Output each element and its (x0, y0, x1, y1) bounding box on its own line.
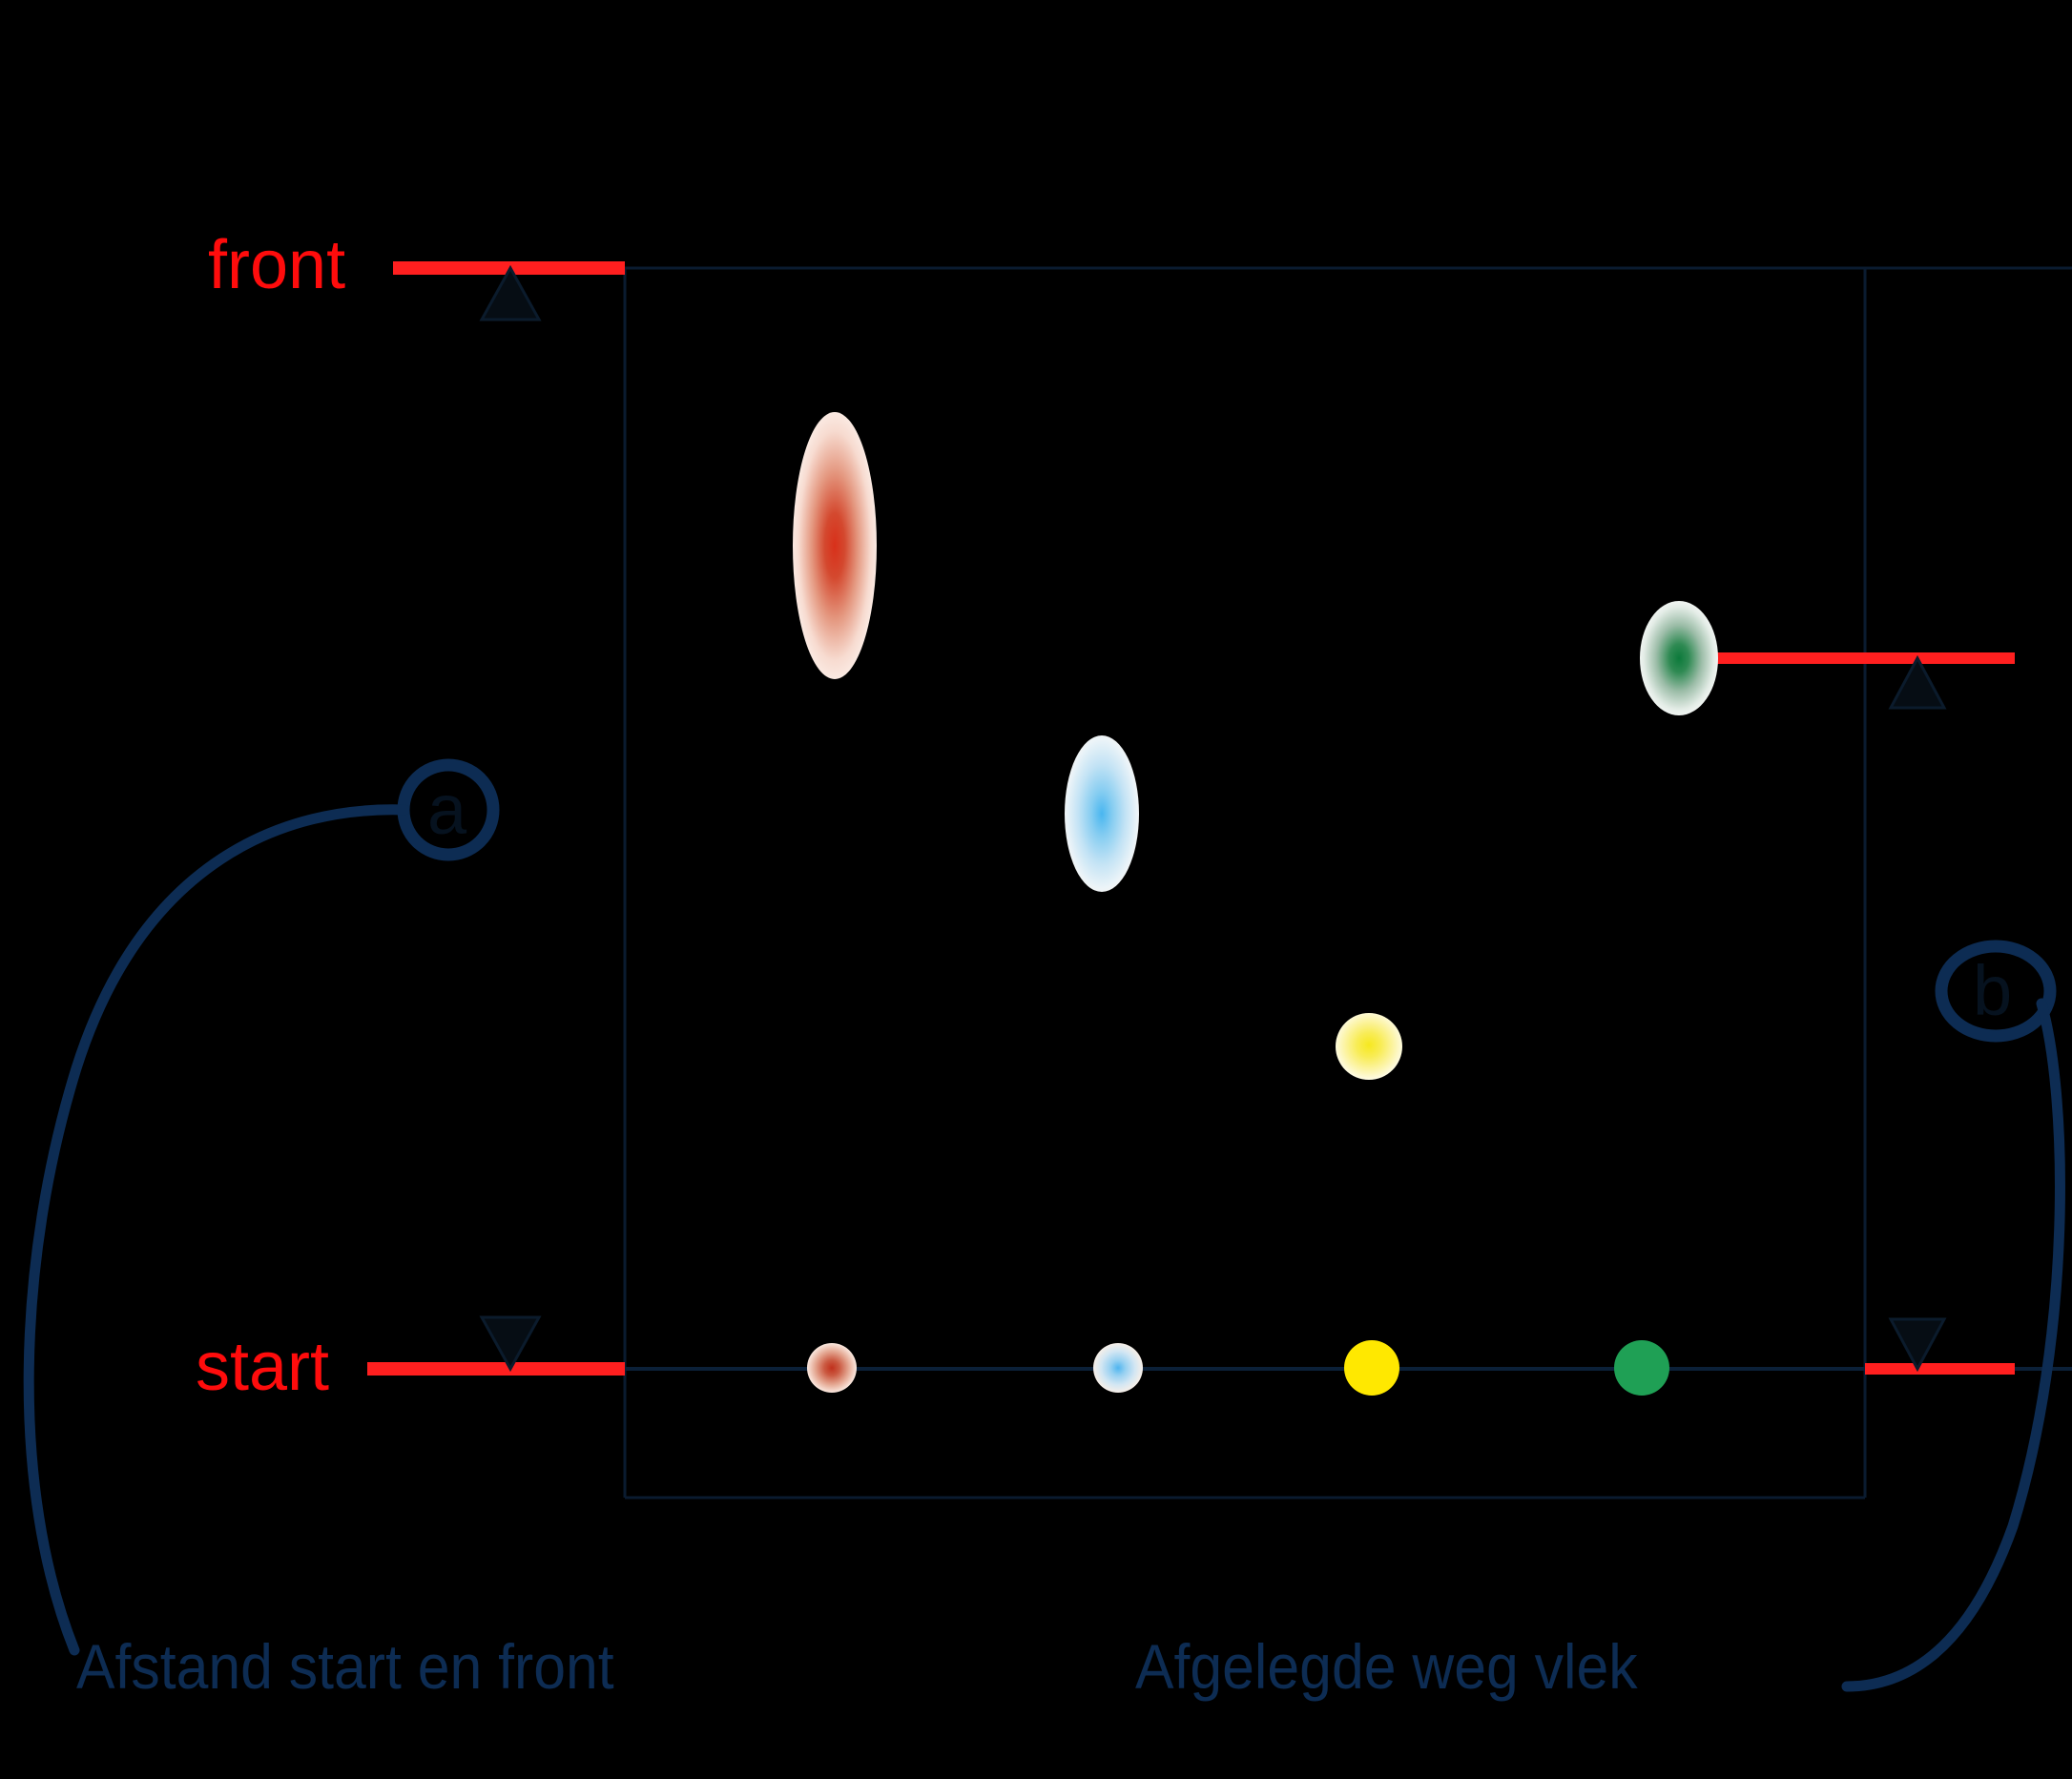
marker-b-letter: b (1973, 951, 2013, 1030)
blue-spot-origin (1093, 1343, 1143, 1393)
green-spot-migrated (1640, 601, 1718, 715)
start-label: start (196, 1329, 330, 1405)
blue-spot-migrated (1065, 735, 1139, 892)
red-spot-origin (807, 1343, 857, 1393)
green-spot-origin (1614, 1340, 1669, 1396)
marker-b-leader (1841, 998, 2065, 1692)
yellow-spot-migrated (1336, 1013, 1402, 1080)
front-label: front (208, 227, 346, 303)
travelled-distance-arrow (1888, 654, 1947, 1373)
marker-a-letter: a (427, 770, 467, 849)
yellow-spot-origin (1344, 1340, 1399, 1396)
marker-a-leader (23, 804, 410, 1656)
bottom-left-label: Afstand start en front (76, 1631, 614, 1702)
bottom-right-label: Afgelegde weg vlek (1135, 1631, 1638, 1702)
red-spot-migrated (793, 412, 877, 679)
marker-b-circle (1935, 940, 2057, 1043)
distance-start-front-arrow (479, 264, 542, 1373)
